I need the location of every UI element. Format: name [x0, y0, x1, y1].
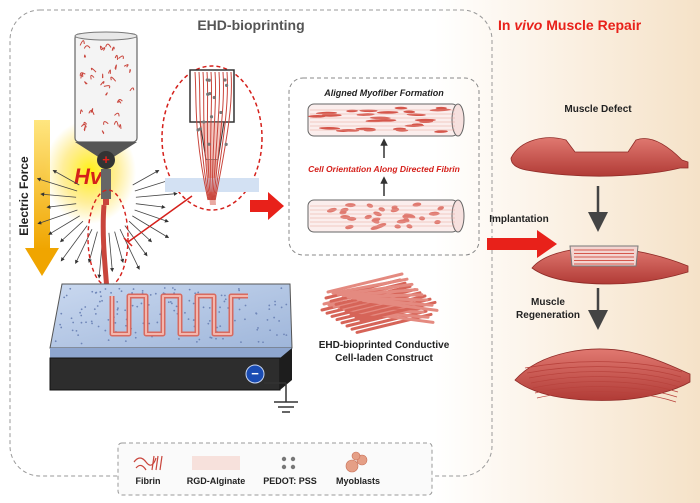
- implantation-arrow: [487, 230, 557, 258]
- fibrin-strand: [107, 69, 111, 75]
- fibrin-strand: [100, 47, 106, 51]
- fibrin-strand: [83, 54, 87, 58]
- fibrin-strand: [114, 54, 118, 60]
- fibrin-strand: [103, 85, 111, 89]
- fibrin-strand: [99, 45, 104, 50]
- legend-box: [117, 442, 433, 496]
- field-line: [124, 225, 148, 257]
- field-line: [132, 170, 160, 186]
- fibrin-strand: [129, 87, 135, 92]
- conductive-construct: [320, 272, 439, 334]
- negative-electrode-icon: [245, 364, 265, 384]
- construct-label-line1: EHD-bioprinted Conductive: [319, 340, 450, 351]
- pedot-pss-icon: [281, 456, 296, 470]
- oriented-cells-tube: [307, 199, 465, 233]
- fibrin-strand: [113, 120, 119, 127]
- field-line: [36, 177, 78, 192]
- print-stage: −: [49, 283, 293, 391]
- myoblasts-icon: [345, 451, 368, 473]
- field-line: [114, 231, 125, 264]
- fibrin-strand: [79, 109, 83, 114]
- fibrin-strand: [105, 92, 108, 96]
- aligned-myofiber-tube: [307, 103, 465, 137]
- rgd-alginate-icon: [192, 456, 240, 470]
- regeneration-label-line1: Muscle: [531, 297, 565, 308]
- legend-label-myoblasts: Myoblasts: [336, 476, 380, 486]
- fibrin-strand: [79, 72, 86, 77]
- field-line: [60, 220, 84, 243]
- svg-text:+: +: [102, 152, 110, 167]
- legend-label-pedot-pss: PEDOT: PSS: [263, 476, 317, 486]
- defect-muscle: [510, 137, 689, 177]
- field-line: [48, 215, 80, 235]
- fibrin-strand: [80, 72, 84, 79]
- fibrin-strand: [83, 125, 86, 132]
- field-line: [119, 229, 140, 270]
- positive-electrode-icon: [97, 151, 115, 169]
- legend-label-rgd-alginate: RGD-Alginate: [187, 476, 246, 486]
- field-line: [134, 179, 170, 192]
- fibrin-strand: [90, 67, 97, 73]
- fibrin-strand: [84, 81, 88, 85]
- fibrin-strand: [116, 99, 123, 103]
- field-line: [134, 209, 169, 223]
- right-panel-title: In vivo Muscle Repair: [498, 17, 642, 33]
- printing-jet: [100, 204, 110, 291]
- regenerated-muscle: [514, 348, 691, 403]
- fibrin-strand: [90, 108, 94, 113]
- fibrin-strand: [118, 55, 124, 60]
- fibrin-strand: [118, 100, 122, 104]
- svg-text:−: −: [251, 366, 259, 381]
- construct-label-line2: Cell-laden Construct: [335, 353, 433, 364]
- fibrin-strand: [83, 45, 91, 49]
- field-line: [37, 209, 78, 225]
- fibrin-strand: [80, 123, 87, 128]
- fibrin-strand: [118, 124, 122, 129]
- fibrin-strand: [105, 43, 112, 48]
- regeneration-label-line2: Regeneration: [516, 310, 580, 321]
- orientation-label: Cell Orientation Along Directed Fibrin: [308, 164, 460, 174]
- myofiber-formation-box: [288, 77, 480, 256]
- fibrin-strand: [123, 64, 129, 68]
- field-line: [128, 220, 152, 243]
- fibrin-strand: [114, 64, 117, 70]
- field-line: [46, 203, 77, 209]
- field-line: [87, 231, 98, 264]
- electric-field-lines: [36, 170, 178, 279]
- hv-label: Hv: [74, 164, 104, 189]
- nozzle-zoom-content: [165, 69, 259, 205]
- electric-force-arrow: [25, 120, 59, 276]
- field-line: [60, 225, 88, 262]
- implanted-muscle: [531, 245, 689, 285]
- field-line: [135, 191, 178, 198]
- field-line: [135, 203, 166, 209]
- process-arrow: [250, 192, 284, 220]
- fibrin-strand: [129, 69, 131, 73]
- ground-icon: [264, 382, 298, 413]
- fibrin-strand: [110, 76, 117, 82]
- syringe-bioink: [79, 40, 135, 135]
- fibrin-strand: [101, 130, 105, 135]
- field-line: [108, 232, 115, 273]
- fibrin-icon: [133, 455, 163, 471]
- field-line: [75, 229, 93, 265]
- zoom-connector-line: [127, 195, 193, 243]
- ehd-panel-title: EHD-bioprinting: [197, 17, 304, 33]
- aligned-myofiber-label: Aligned Myofiber Formation: [323, 88, 444, 98]
- syringe: +: [74, 31, 138, 205]
- fibrin-strand: [100, 81, 105, 86]
- electric-force-label: Electric Force: [17, 156, 31, 236]
- jet-highlight-outline: [87, 189, 129, 287]
- implantation-label: Implantation: [489, 214, 548, 225]
- fibrin-strand: [114, 112, 120, 117]
- fibrin-strand: [79, 40, 85, 46]
- muscle-defect-label: Muscle Defect: [564, 104, 632, 115]
- legend-label-fibrin: Fibrin: [136, 476, 161, 486]
- fibrin-strand: [103, 121, 109, 125]
- fibrin-strand: [90, 74, 95, 80]
- field-line: [40, 192, 77, 198]
- field-line: [52, 170, 80, 186]
